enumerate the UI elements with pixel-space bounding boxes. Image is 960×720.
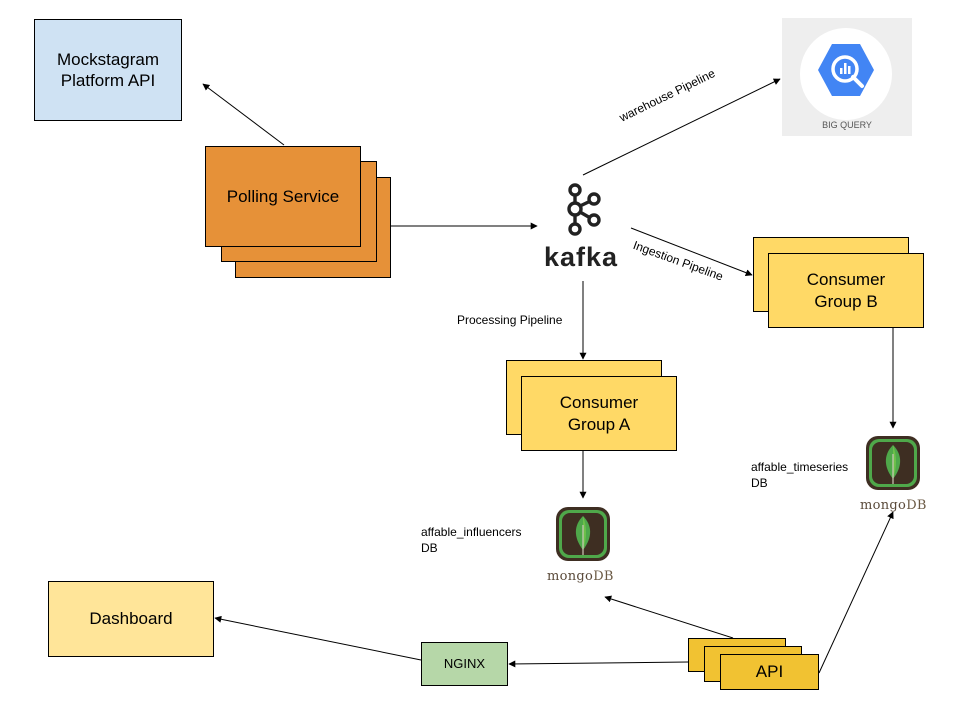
- consumer-group-a-node: Consumer Group A: [521, 376, 677, 451]
- arrow-polling-to-mockstagram: [202, 83, 285, 146]
- timeseries-db-line1: affable_timeseries: [751, 460, 849, 474]
- bigquery-tile: BIG QUERY: [782, 18, 912, 136]
- api-label: API: [755, 662, 784, 682]
- timeseries-db-label: affable_timeseries DB: [751, 460, 848, 491]
- bigquery-icon: [800, 28, 892, 120]
- nginx-node: NGINX: [421, 642, 508, 686]
- influencers-db-label: affable_influencers DB: [421, 525, 522, 556]
- mockstagram-platform-api-node: Mockstagram Platform API: [34, 19, 182, 121]
- mongodb-word-a: mongo: [547, 569, 594, 584]
- mongodb-wordmark: mongoDB: [547, 569, 614, 584]
- kafka-logo: [567, 183, 601, 236]
- influencers-db-line2: DB: [421, 540, 438, 555]
- dashboard-label: Dashboard: [89, 609, 173, 629]
- consumer-group-a-label: Consumer Group A: [559, 393, 639, 434]
- mongodb-wordmark: mongoDB: [860, 498, 927, 513]
- consumer-group-b-label: Consumer Group B: [806, 270, 886, 311]
- arrow-kafka-to-bigquery: [582, 78, 781, 176]
- nginx-label: NGINX: [443, 655, 486, 671]
- arrow-kafka-to-consumer-b: [630, 227, 753, 276]
- polling-service-label: Polling Service: [226, 186, 340, 206]
- kafka-wordmark: kafka: [544, 242, 619, 272]
- mongodb-word-b: DB: [906, 498, 927, 513]
- timeseries-db-line2: DB: [751, 475, 768, 490]
- dashboard-node: Dashboard: [48, 581, 214, 657]
- mongodb-leaf-icon: [556, 507, 610, 561]
- mongodb-word-a: mongo: [860, 498, 907, 513]
- bigquery-label: BIG QUERY: [822, 120, 872, 130]
- mongodb-word-b: DB: [593, 569, 614, 584]
- polling-service-node: Polling Service: [205, 146, 361, 247]
- processing-pipeline-label: Processing Pipeline: [457, 313, 563, 327]
- mockstagram-label: Mockstagram Platform API: [56, 49, 160, 90]
- arrow-nginx-to-dashboard: [214, 615, 422, 661]
- arrow-api-to-nginx: [508, 660, 689, 668]
- arrow-api-to-timeseries-db: [818, 511, 894, 674]
- arrow-api-to-influencers-db: [604, 595, 734, 639]
- consumer-group-b-node: Consumer Group B: [768, 253, 924, 328]
- mongodb-leaf-icon: [866, 436, 920, 490]
- influencers-db-line1: affable_influencers: [421, 525, 522, 539]
- api-node: API: [720, 654, 819, 690]
